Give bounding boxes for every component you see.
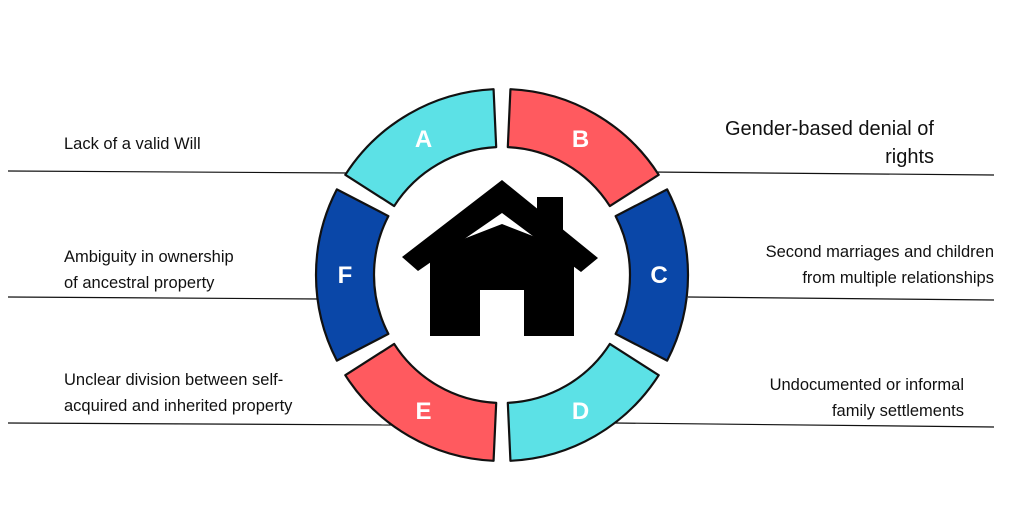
connector-line-f <box>7 296 321 300</box>
label-d: Undocumented or informal family settleme… <box>690 372 964 424</box>
house-body <box>430 224 574 336</box>
segment-a-shape <box>344 88 498 208</box>
connector-line-b <box>649 171 995 176</box>
label-e: Unclear division between self- acquired … <box>64 367 354 419</box>
segment-b: B <box>506 88 660 208</box>
segment-ring: A B C D E F <box>314 88 690 462</box>
label-c-line-1: Second marriages and children <box>765 243 994 261</box>
house-icon <box>402 180 598 336</box>
segment-d-letter: D <box>572 398 589 425</box>
label-e-line-1: Unclear division between self- <box>64 371 284 389</box>
segment-c-letter: C <box>650 262 667 289</box>
label-d-line-2: family settlements <box>831 402 964 420</box>
house-roof <box>402 180 598 272</box>
segment-f-shape <box>314 188 390 362</box>
segment-d: D <box>506 342 660 462</box>
segment-a-letter: A <box>415 126 432 153</box>
connector-line-c <box>687 296 995 301</box>
connector-line-e <box>7 422 396 426</box>
label-e-line-2: acquired and inherited property <box>64 397 293 415</box>
connector-line-d <box>614 422 995 428</box>
segment-c-shape <box>614 188 690 362</box>
label-c: Second marriages and children from multi… <box>700 239 994 291</box>
segment-e: E <box>344 342 498 462</box>
segment-f-letter: F <box>338 262 353 289</box>
label-d-line-1: Undocumented or informal <box>769 376 964 394</box>
label-f-line-1: Ambiguity in ownership <box>64 248 234 266</box>
segment-c: C <box>614 188 690 362</box>
segment-e-shape <box>344 342 498 462</box>
label-c-line-2: from multiple relationships <box>802 269 994 287</box>
label-a: Lack of a valid Will <box>64 131 324 157</box>
segment-f: F <box>314 188 390 362</box>
label-a-line-1: Lack of a valid Will <box>64 135 201 153</box>
segment-b-shape <box>506 88 660 208</box>
segment-d-shape <box>506 342 660 462</box>
segment-e-letter: E <box>415 398 431 425</box>
label-b: Gender-based denial of rights <box>662 115 934 171</box>
label-b-line-2: rights <box>885 146 934 168</box>
segment-a: A <box>344 88 498 208</box>
label-f: Ambiguity in ownership of ancestral prop… <box>64 244 324 296</box>
segment-b-letter: B <box>572 126 589 153</box>
label-b-line-1: Gender-based denial of <box>724 118 934 140</box>
connector-lines <box>7 170 995 428</box>
connector-line-a <box>7 170 353 174</box>
label-f-line-2: of ancestral property <box>64 274 215 292</box>
